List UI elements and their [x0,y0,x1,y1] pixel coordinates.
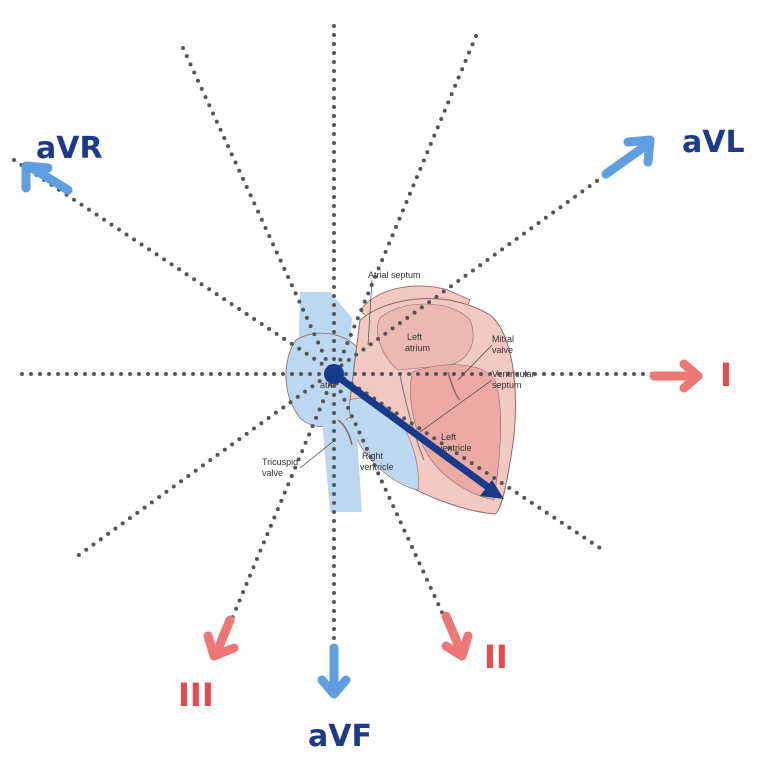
axis-lead-avl [70,142,650,562]
label-right-ventricle-2: ventricle [360,462,394,472]
leader-atrial-septum [367,279,373,346]
left-atrium [377,303,474,371]
label-ii: II [484,638,508,676]
axis-lead-ii [181,46,464,658]
label-avr: aVR [36,131,103,166]
label-ventricular-2: septum [492,380,522,390]
axis-vector-shaft [330,370,496,494]
arrow-avl [601,135,655,179]
arrow-avf [317,643,351,699]
label-left-atrium-1: Left [407,332,423,342]
leader-ventricular [419,379,493,433]
ventricular-septum [399,374,425,461]
label-i: I [720,356,732,394]
lead-axes [12,24,702,692]
label-left-ventricle-2: ventricle [438,443,472,453]
lead-labels: aVR aVL aVF I II III [36,125,745,754]
label-mitral-2: valve [492,345,513,355]
arrow-avr [21,161,73,195]
label-atrial-septum: Atrial septum [368,270,421,280]
axis-lead-avr [12,158,602,550]
arrow-i [649,359,703,393]
arrow-ii [441,611,473,661]
axis-vector-head [480,480,504,499]
lead-arrows [21,135,703,699]
left-ventricle [410,364,502,501]
arrow-iii [203,615,239,661]
label-right-ventricle-1: Right [362,451,384,461]
tricuspid-valve [337,419,353,446]
label-right-atrium: atri [320,380,333,390]
label-tricuspid-1: Tricuspid [262,457,298,467]
mitral-valve [447,371,461,401]
label-left-atrium-2: atrium [405,343,430,353]
label-left-ventricle-1: Left [441,432,457,442]
label-mitral-1: Mitral [492,334,514,344]
label-ventricular-1: Ventricular [492,369,535,379]
electrical-axis-vector [324,364,504,499]
label-iii: III [178,676,214,714]
label-tricuspid-2: valve [262,468,283,478]
label-avf: aVF [308,719,372,754]
inferior-vena-cava [322,420,362,512]
axis-vector-origin [324,364,344,384]
leader-tricuspid [299,439,336,469]
axis-lead-iii [216,34,478,654]
label-avl: aVL [682,125,745,160]
heart-illustration: Atrial septum Left atrium Mitral valve V… [262,270,535,515]
